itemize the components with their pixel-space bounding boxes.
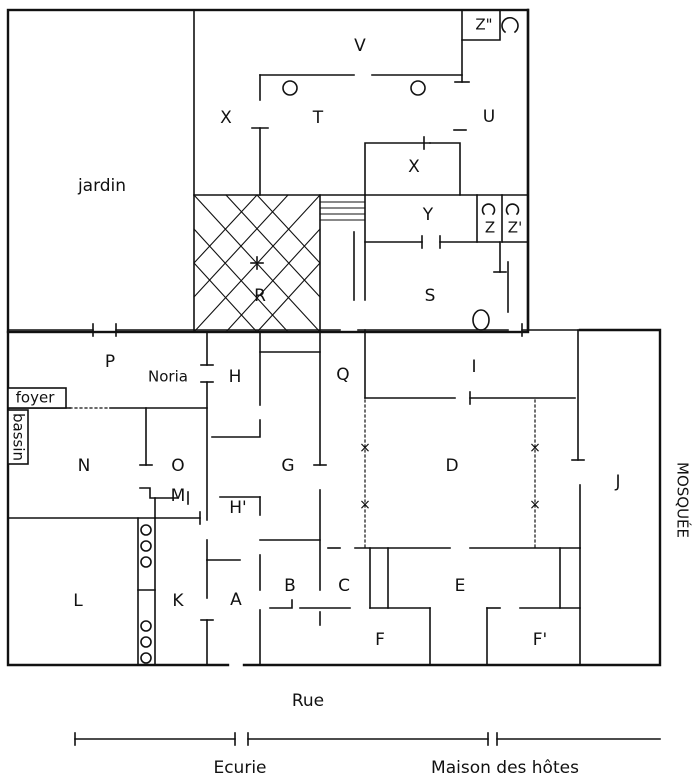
room-label-j: J [614,472,620,492]
room-label-e: E [455,576,466,596]
room-label-f-prime: F' [533,630,547,650]
room-label-r: R [254,286,266,306]
courtyard-lattice [193,194,321,333]
svg-text:×: × [529,440,541,456]
basin-circle [410,80,426,96]
room-label-noria: Noria [148,368,188,386]
room-label-b: B [284,576,296,596]
footer-label-maison: Maison des hôtes [431,758,579,778]
lower-zone-walls [7,329,585,666]
room-label-z-double: Z" [475,16,492,34]
upper-zone-walls [193,9,529,333]
footer-label-ecurie: Ecurie [213,758,266,778]
side-label-mosquee: MOSQUÉE [674,462,693,538]
room-label-z: Z [485,219,495,237]
room-label-x-upper: X [220,108,232,128]
fixtures [140,17,520,664]
middle-wall [7,323,581,337]
room-label-m: M [171,486,186,506]
room-label-g: G [281,456,294,476]
room-label-i: I [471,357,476,377]
basin-circle [472,309,490,331]
room-label-c: C [338,576,350,596]
room-label-l: L [73,591,83,611]
room-label-s: S [425,286,436,306]
room-label-h: H [229,367,242,387]
room-label-n: N [78,456,91,476]
street-label: Rue [292,691,324,711]
room-label-h-prime: H' [229,498,246,518]
room-label-z-prime: Z' [508,219,522,237]
room-label-o: O [171,456,184,476]
svg-text:×: × [359,440,371,456]
room-label-k: K [172,591,184,611]
room-label-p: P [105,352,115,372]
room-label-u: U [483,107,495,127]
room-label-jardin: jardin [77,176,126,196]
svg-text:×: × [359,497,371,513]
footer-ranges [74,732,661,746]
room-label-foyer: foyer [16,389,56,407]
room-label-d: D [445,456,458,476]
outer-walls [6,8,662,667]
room-label-x-lower: X [408,157,420,177]
svg-text:×: × [529,497,541,513]
room-label-f: F [375,630,385,650]
column-markers: × × × × [359,440,541,513]
room-label-v: V [354,36,366,56]
room-labels: jardin V Z" T X U X Y Z Z' R S P Noria H… [10,16,693,651]
basin-circle [282,80,298,96]
room-label-bassin: bassin [10,413,28,461]
room-label-q: Q [336,365,349,385]
room-label-y: Y [422,205,434,225]
room-label-a: A [230,590,242,610]
room-label-t: T [312,108,324,128]
